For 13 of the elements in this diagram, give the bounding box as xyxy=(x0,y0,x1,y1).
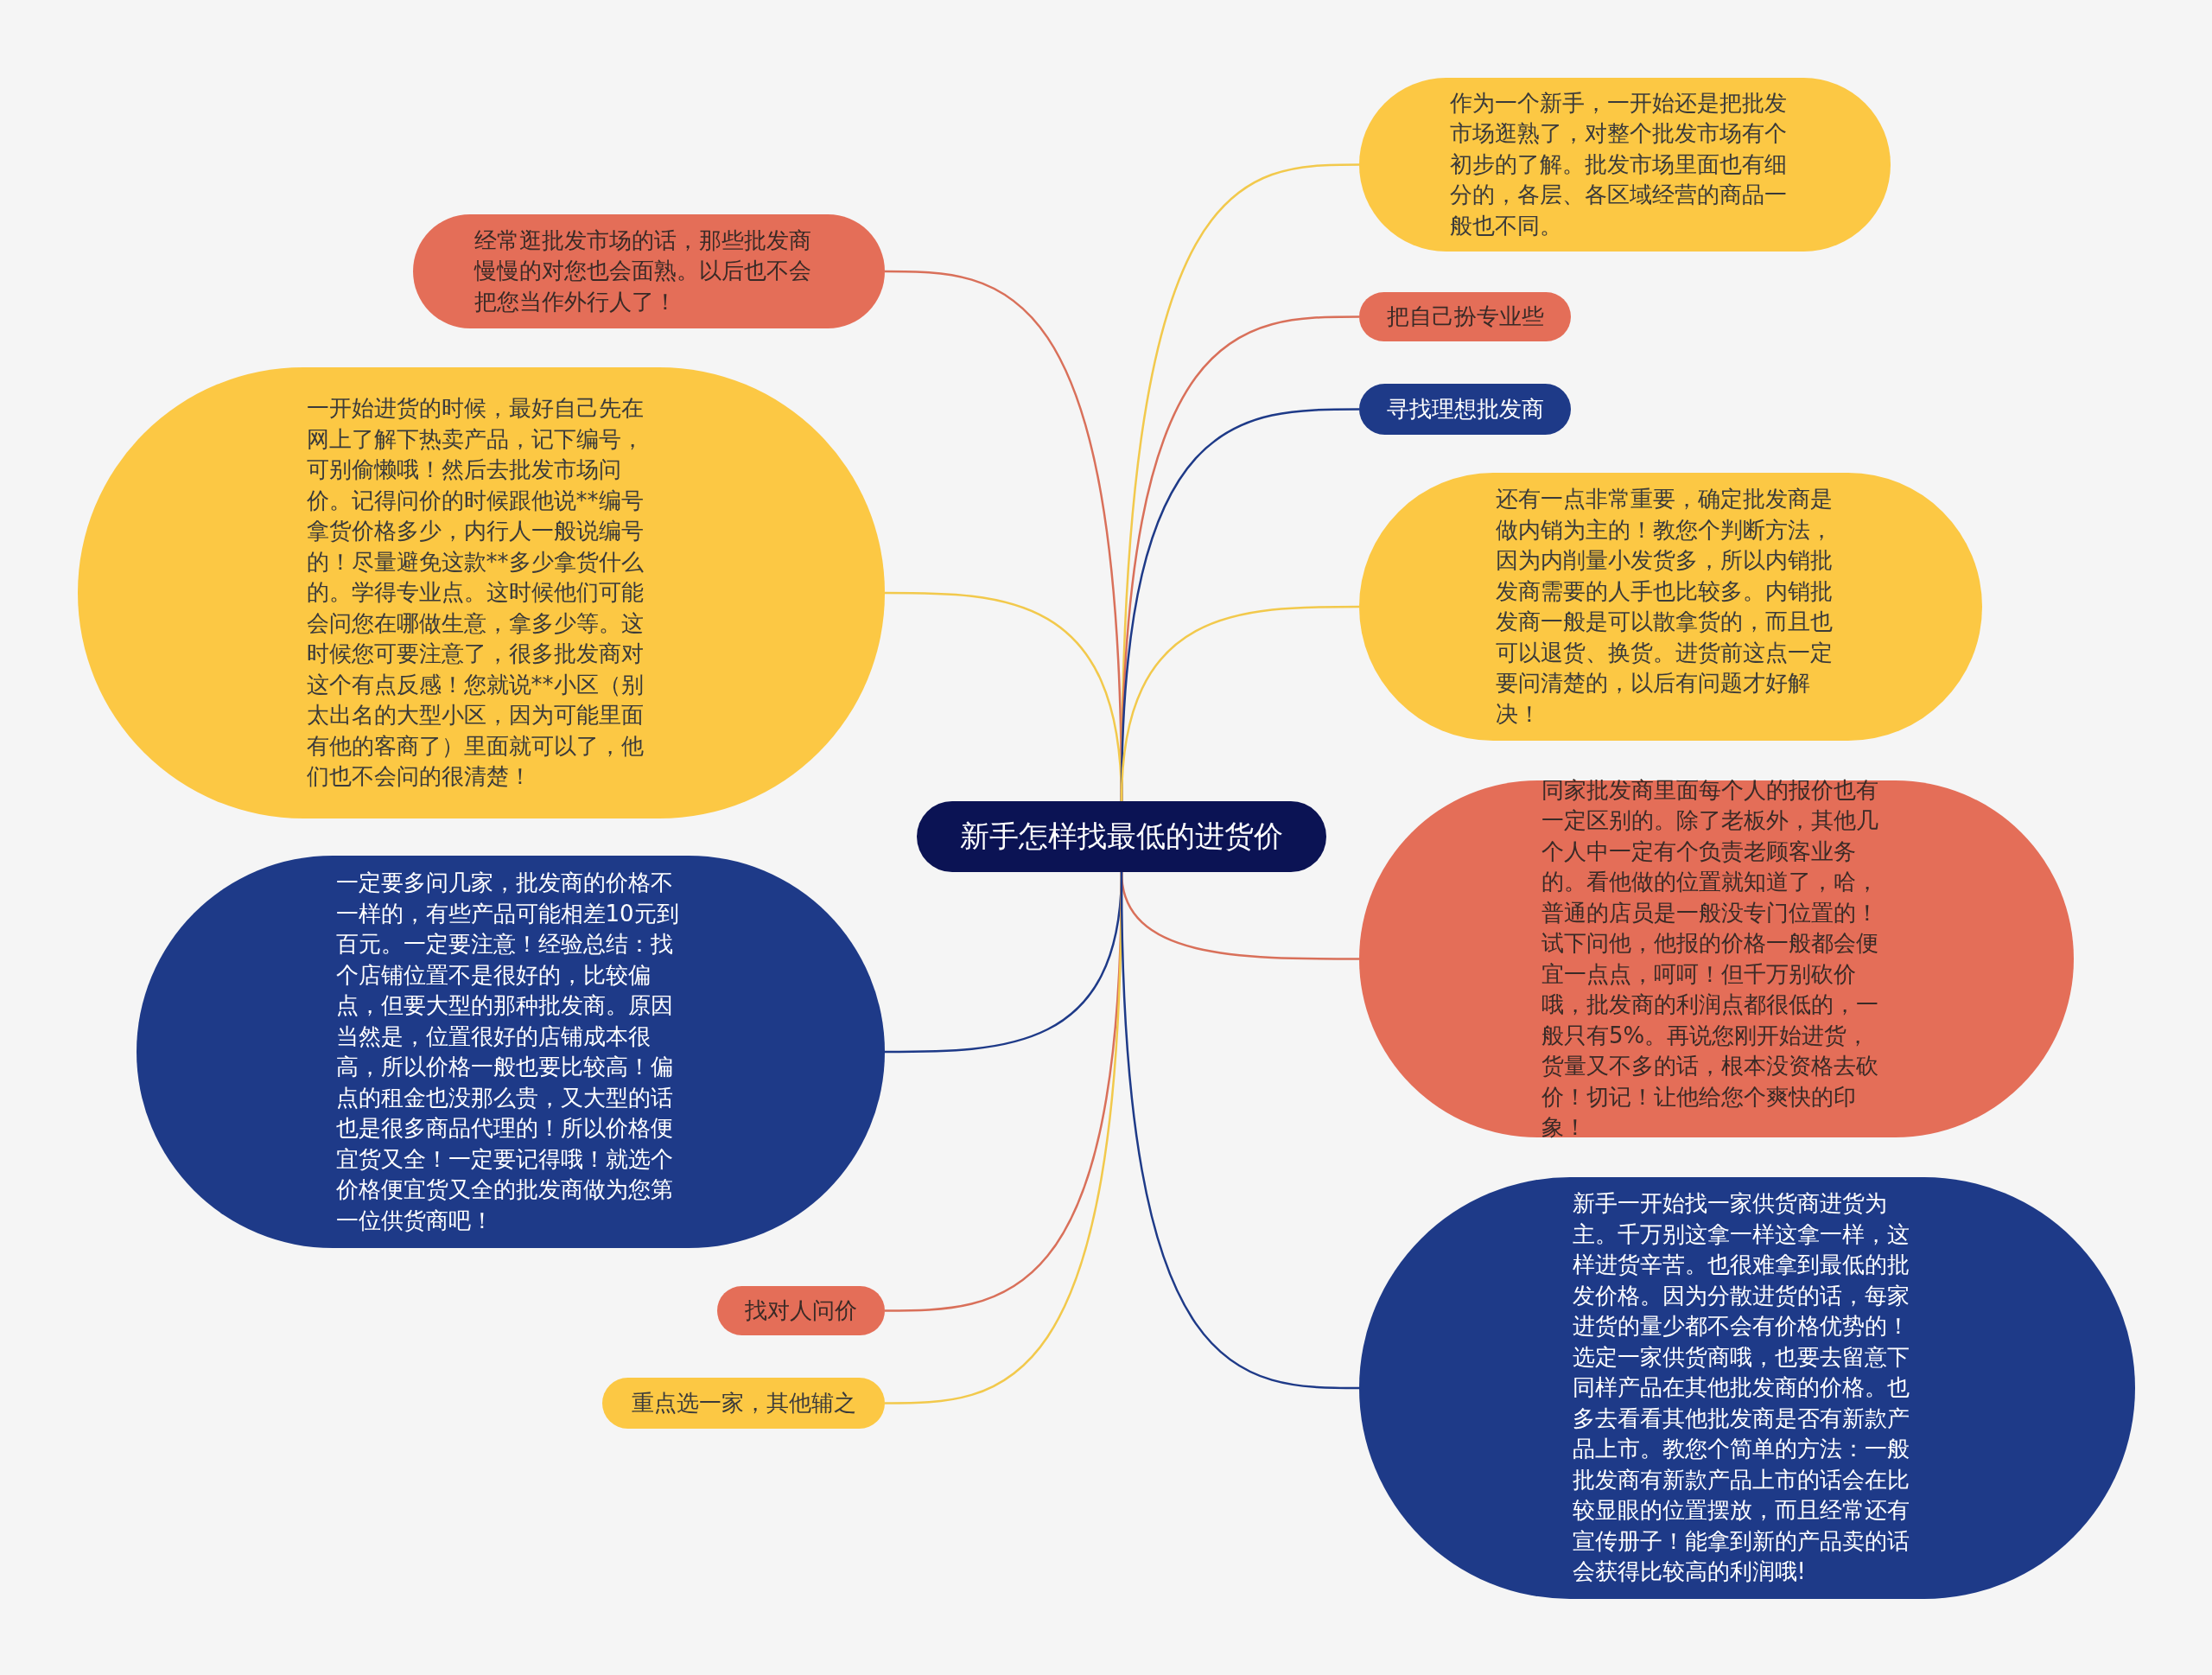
note-box: 还有一点非常重要，确定批发商是做内销为主的！教您个判断方法，因为内削量小发货多，所以内销批发商需要的人手也比较多。内销批发商一般是可以散拿货的，而且也可以退货、换货。进货前这点一定要问清楚的，以后有问题才好解决！ xyxy=(1359,473,1982,741)
note-box: 重点选一家，其他辅之 xyxy=(602,1378,885,1429)
note-box: 一定要多问几家，批发商的价格不一样的，有些产品可能相差10元到百元。一定要注意！经验总结：找个店铺位置不是很好的，比较偏点，但要大型的那种批发商。原因当然是，位置很好的店铺成本很高，所以价格一般也要比较高！偏点的租金也没那么贵，又大型的话也是很多商品代理的！所以价格便宜货又全！一定要记得哦！就选个价格便宜货又全的批发商做为您第一位供货商吧！ xyxy=(137,856,885,1248)
connector-line xyxy=(1120,605,1359,802)
note-box: 作为一个新手，一开始还是把批发市场逛熟了，对整个批发市场有个初步的了解。批发市场里面也有细分的，各层、各区域经营的商品一般也不同。 xyxy=(1359,78,1891,252)
note-box: 同家批发商里面每个人的报价也有一定区别的。除了老板外，其他几个人中一定有个负责老顾客业务的。看他做的位置就知道了，哈，普通的店员是一般没专门位置的！试下问他，他报的价格一般都会便宜一点点，呵呵！但千万别砍价哦，批发商的利润点都很低的，一般只有5%。再说您刚开始进货，货量又不多的话，根本没资格去砍价！切记！让他给您个爽快的印象！ xyxy=(1359,780,2074,1137)
topic-box: 新手怎样找最低的进货价 xyxy=(917,801,1326,872)
note-box: 找对人问价 xyxy=(717,1286,885,1335)
note-box: 一开始进货的时候，最好自己先在网上了解下热卖产品，记下编号，可别偷懒哦！然后去批发市场问价。记得问价的时候跟他说**编号拿货价格多少，内行人一般说编号的！尽量避免这款**多少拿货什么的。学得专业点。这时候他们可能会问您在哪做生意，拿多少等。这时候您可要注意了，很多批发商对这个有点反感！您就说**小区（别太出名的大型小区，因为可能里面有他的客商了）里面就可以了，他们也不会问的很清楚！ xyxy=(78,367,885,818)
note-box: 把自己扮专业些 xyxy=(1359,292,1571,341)
note-box: 经常逛批发市场的话，那些批发商慢慢的对您也会面熟。以后也不会把您当作外行人了！ xyxy=(413,214,885,328)
note-box: 寻找理想批发商 xyxy=(1359,384,1571,435)
note-box: 新手一开始找一家供货商进货为主。千万别这拿一样这拿一样，这样进货辛苦。也很难拿到最低的批发价格。因为分散进货的话，每家进货的量少都不会有价格优势的！选定一家供货商哦，也要去留意下同样产品在其他批发商的价格。也多去看看其他批发商是否有新款产品上市。教您个简单的方法：一般批发商有新款产品上市的话会在比较显眼的位置摆放，而且经常还有宣传册子！能拿到新的产品卖的话会获得比较高的利润哦! xyxy=(1359,1177,2135,1599)
